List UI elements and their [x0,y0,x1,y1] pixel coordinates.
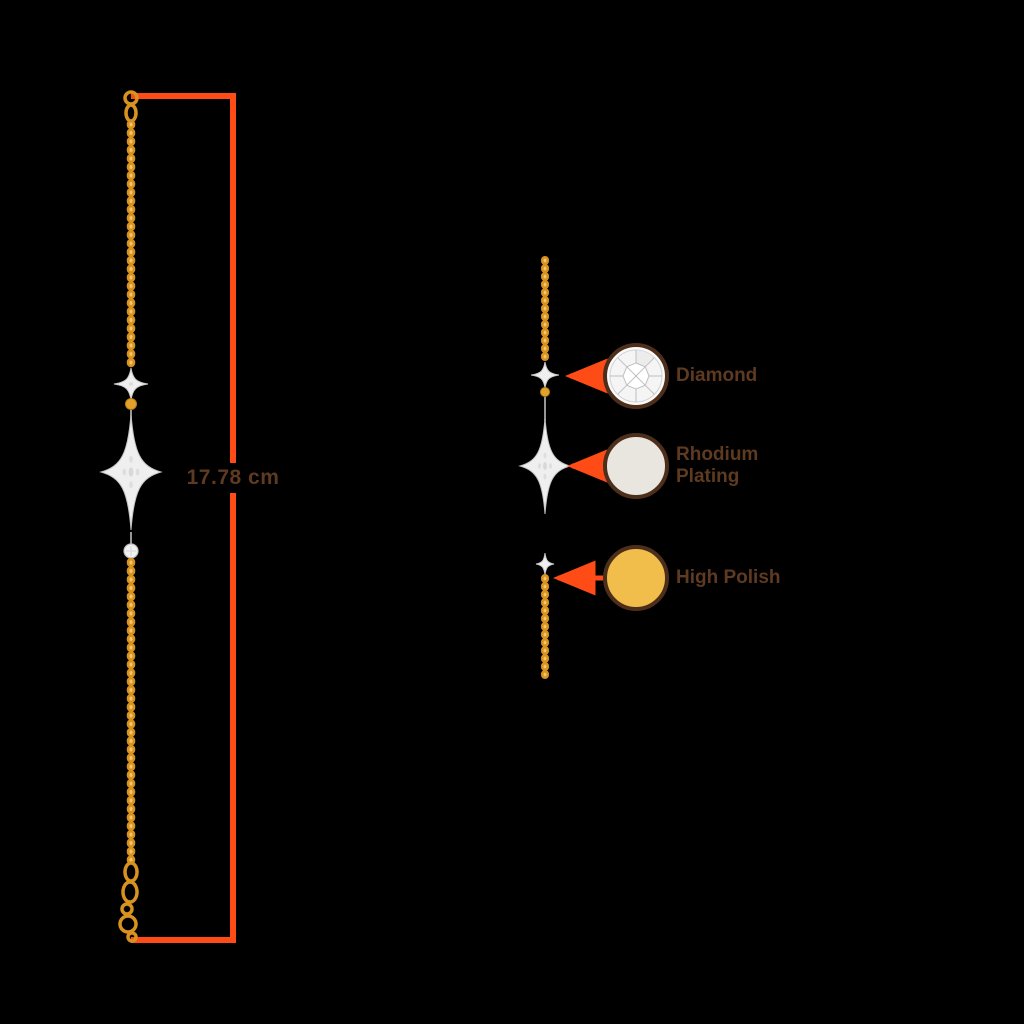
right-bracelet-small-star [531,362,559,388]
callout-label-diamond: Diamond [676,365,758,386]
diamond-illustration-icon [609,349,663,403]
callout-leader-lines [553,358,610,596]
left-bracelet [101,90,161,943]
right-bracelet-gold-bead [540,387,550,397]
measurement-bracket-line [131,93,236,943]
diamond-swatch [603,343,669,409]
measurement-label: 17.78 cm [180,463,286,493]
rhodium-plating-swatch [603,433,669,499]
callout-label-rhodium-plating: Rhodium Plating [676,444,759,487]
left-bracelet-big-star [101,414,161,530]
callout-label-high-polish: High Polish [676,567,781,588]
right-bracelet [520,256,570,682]
left-bracelet-clasp-bottom [118,861,139,943]
right-bracelet-small-sparkle [536,553,554,575]
left-bracelet-small-star [114,368,148,400]
left-bracelet-diamond-bead [123,532,139,559]
left-bracelet-gold-bead [125,398,137,410]
right-bracelet-big-star [520,418,570,514]
high-polish-swatch [603,545,669,611]
measurement-bracket [131,93,236,943]
